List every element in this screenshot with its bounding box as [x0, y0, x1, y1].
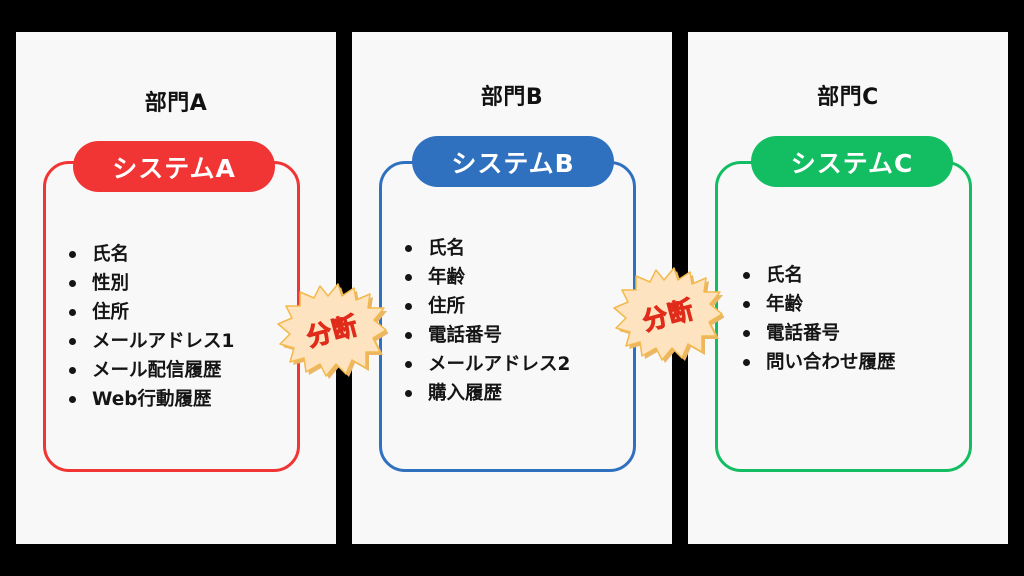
bullet-icon — [405, 390, 412, 397]
list-item: メール配信履歴 — [69, 356, 234, 385]
bullet-icon — [69, 309, 76, 316]
system-label: システムB — [412, 136, 614, 187]
list-item: 氏名 — [69, 240, 234, 269]
bullet-icon — [743, 272, 750, 279]
attribute-label: 性別 — [92, 273, 130, 294]
attribute-label: 電話番号 — [428, 325, 503, 346]
attribute-list: 氏名 性別 住所 メールアドレス1 メール配信履歴 Web行動履歴 — [69, 240, 234, 414]
list-item: 住所 — [405, 292, 570, 321]
attribute-label: 氏名 — [92, 244, 130, 265]
bullet-icon — [405, 303, 412, 310]
attribute-label: 年齢 — [428, 267, 466, 288]
department-title: 部門B — [480, 85, 544, 110]
attribute-label: 年齢 — [766, 294, 804, 315]
list-item: 電話番号 — [405, 321, 570, 350]
attribute-list: 氏名 年齢 電話番号 問い合わせ履歴 — [743, 261, 896, 377]
system-box — [715, 161, 972, 472]
attribute-label: メールアドレス2 — [428, 354, 571, 375]
burst-icon — [613, 267, 724, 363]
bullet-icon — [69, 338, 76, 345]
disconnect-burst: 分断 — [612, 264, 724, 364]
attribute-label: Web行動履歴 — [92, 389, 212, 410]
bullet-icon — [405, 274, 412, 281]
list-item: 年齢 — [405, 263, 570, 292]
attribute-label: メール配信履歴 — [92, 360, 222, 381]
list-item: 住所 — [69, 298, 234, 327]
attribute-label: 問い合わせ履歴 — [766, 352, 896, 373]
list-item: 性別 — [69, 269, 234, 298]
attribute-label: 氏名 — [766, 265, 804, 286]
department-panel-c: 部門C システムC 氏名 年齢 電話番号 問い合わせ履歴 — [688, 32, 1008, 544]
system-box — [43, 161, 300, 472]
list-item: 年齢 — [743, 290, 896, 319]
department-panel-a: 部門A システムA 氏名 性別 住所 メールアドレス1 メール配信履歴 Web行… — [16, 32, 336, 544]
bullet-icon — [743, 359, 750, 366]
bullet-icon — [405, 245, 412, 252]
attribute-label: 電話番号 — [766, 323, 841, 344]
list-item: 氏名 — [405, 234, 570, 263]
attribute-label: 住所 — [428, 296, 466, 317]
list-item: メールアドレス1 — [69, 327, 234, 356]
system-label: システムA — [73, 141, 275, 192]
bullet-icon — [405, 361, 412, 368]
bullet-icon — [743, 301, 750, 308]
bullet-icon — [69, 367, 76, 374]
attribute-label: 住所 — [92, 302, 130, 323]
bullet-icon — [69, 280, 76, 287]
attribute-list: 氏名 年齢 住所 電話番号 メールアドレス2 購入履歴 — [405, 234, 570, 408]
list-item: メールアドレス2 — [405, 350, 570, 379]
list-item: Web行動履歴 — [69, 385, 234, 414]
list-item: 氏名 — [743, 261, 896, 290]
system-label: システムC — [751, 136, 953, 187]
burst-icon — [277, 283, 388, 379]
list-item: 問い合わせ履歴 — [743, 348, 896, 377]
department-title: 部門A — [144, 91, 208, 116]
list-item: 電話番号 — [743, 319, 896, 348]
list-item: 購入履歴 — [405, 379, 570, 408]
attribute-label: 氏名 — [428, 238, 466, 259]
bullet-icon — [69, 251, 76, 258]
attribute-label: 購入履歴 — [428, 383, 503, 404]
department-title: 部門C — [817, 85, 879, 110]
bullet-icon — [405, 332, 412, 339]
bullet-icon — [743, 330, 750, 337]
attribute-label: メールアドレス1 — [92, 331, 235, 352]
bullet-icon — [69, 396, 76, 403]
disconnect-burst: 分断 — [276, 280, 388, 380]
